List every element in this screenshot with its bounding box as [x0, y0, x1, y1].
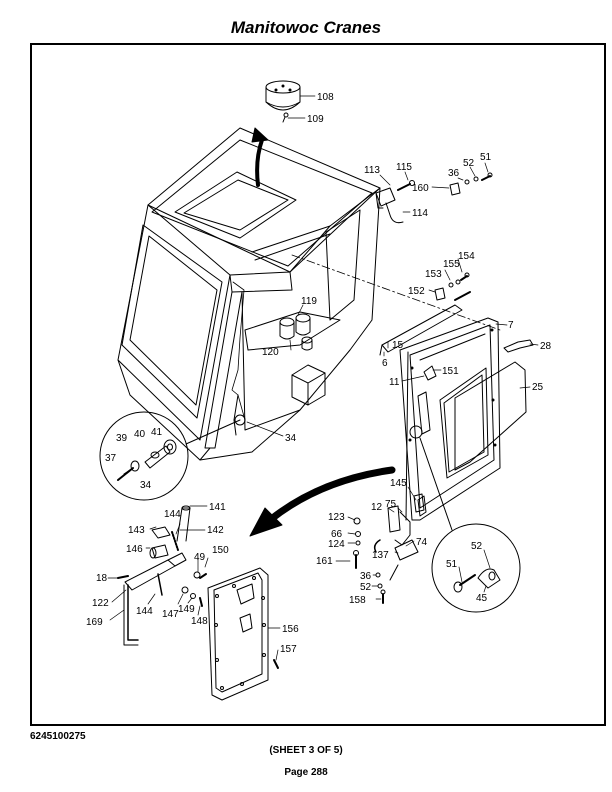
part-113-114: [375, 180, 415, 224]
callout-155: 155: [443, 259, 460, 270]
callout-108: 108: [317, 92, 334, 103]
callout-123: 123: [328, 512, 345, 523]
alignment-line: [291, 254, 501, 331]
latch-assembly: [353, 493, 425, 604]
callout-157: 157: [280, 644, 297, 655]
callout-75: 75: [385, 499, 397, 510]
parts-11-151: [423, 365, 437, 381]
callout-45: 45: [476, 593, 488, 604]
callout-144-lower: 144: [136, 606, 153, 617]
callout-154: 154: [458, 251, 475, 262]
callout-25: 25: [532, 382, 544, 393]
callout-169: 169: [86, 617, 103, 628]
callout-37: 37: [105, 453, 117, 464]
callout-113: 113: [364, 165, 380, 176]
callout-74: 74: [416, 537, 428, 548]
callout-52-detail: 52: [471, 541, 483, 552]
sheet-indicator: (SHEET 3 OF 5): [269, 745, 343, 756]
callout-124: 124: [328, 539, 345, 550]
callout-143: 143: [128, 525, 145, 536]
parts-152-155: [434, 272, 470, 301]
page-number: Page 288: [284, 767, 328, 778]
callout-34: 34: [285, 433, 297, 444]
part-number: 6245100275: [30, 731, 86, 742]
callout-7: 7: [508, 320, 514, 331]
callout-161: 161: [316, 556, 333, 567]
detail-circle-right: [419, 437, 521, 613]
callout-11: 11: [389, 377, 400, 388]
seal-strip-15: [379, 291, 471, 356]
callout-66: 66: [331, 529, 343, 540]
callout-147: 147: [162, 609, 179, 620]
callout-41: 41: [151, 427, 163, 438]
callout-12: 12: [371, 502, 383, 513]
callout-146: 146: [126, 544, 143, 555]
callout-151: 151: [442, 366, 459, 377]
callout-156: 156: [282, 624, 299, 635]
callout-137: 137: [372, 550, 389, 561]
callout-153: 153: [425, 269, 442, 280]
callout-52: 52: [463, 158, 475, 169]
callout-122: 122: [92, 598, 109, 609]
callout-141: 141: [209, 502, 226, 513]
callout-40: 40: [134, 429, 146, 440]
callout-114: 114: [412, 208, 428, 219]
roof-cap-108: [265, 80, 301, 123]
callout-158: 158: [349, 595, 366, 606]
door-7: [399, 317, 501, 521]
callout-51-detail: 51: [446, 559, 458, 570]
curved-arrow: [249, 466, 396, 537]
detail-circle-left: [99, 411, 246, 501]
callout-28: 28: [540, 341, 552, 352]
page-title: Manitowoc Cranes: [230, 18, 382, 37]
bracket-28: [503, 339, 534, 353]
callout-6: 6: [382, 358, 388, 369]
callout-51: 51: [480, 152, 492, 163]
callout-144: 144: [164, 509, 181, 520]
roof-arrow: [251, 127, 269, 187]
callout-49: 49: [194, 552, 206, 563]
callout-18: 18: [96, 573, 108, 584]
callout-39: 39: [116, 433, 128, 444]
callout-109: 109: [307, 114, 324, 125]
callout-labels: 108 109 113 115 36 52 51 160 114 155 154…: [86, 92, 552, 655]
callout-148: 148: [191, 616, 208, 627]
callout-142: 142: [207, 525, 224, 536]
callout-115: 115: [396, 162, 412, 173]
callout-36: 36: [448, 168, 460, 179]
window-25: [454, 361, 527, 471]
callout-150: 150: [212, 545, 229, 556]
leader-lines: [107, 95, 539, 661]
callout-145: 145: [390, 478, 407, 489]
cab-body: [117, 127, 381, 461]
callout-34-detail: 34: [140, 480, 152, 491]
callout-152: 152: [408, 286, 425, 297]
diagram-frame: [30, 43, 606, 726]
parts-160-36-52-51: [449, 172, 493, 196]
callout-119: 119: [301, 296, 317, 307]
callout-160: 160: [412, 183, 429, 194]
callout-149: 149: [178, 604, 195, 615]
callout-36-lower: 36: [360, 571, 372, 582]
callout-15: 15: [392, 340, 404, 351]
callout-120: 120: [262, 347, 279, 358]
inner-panel-156: [207, 567, 279, 701]
callout-52-lower: 52: [360, 582, 372, 593]
